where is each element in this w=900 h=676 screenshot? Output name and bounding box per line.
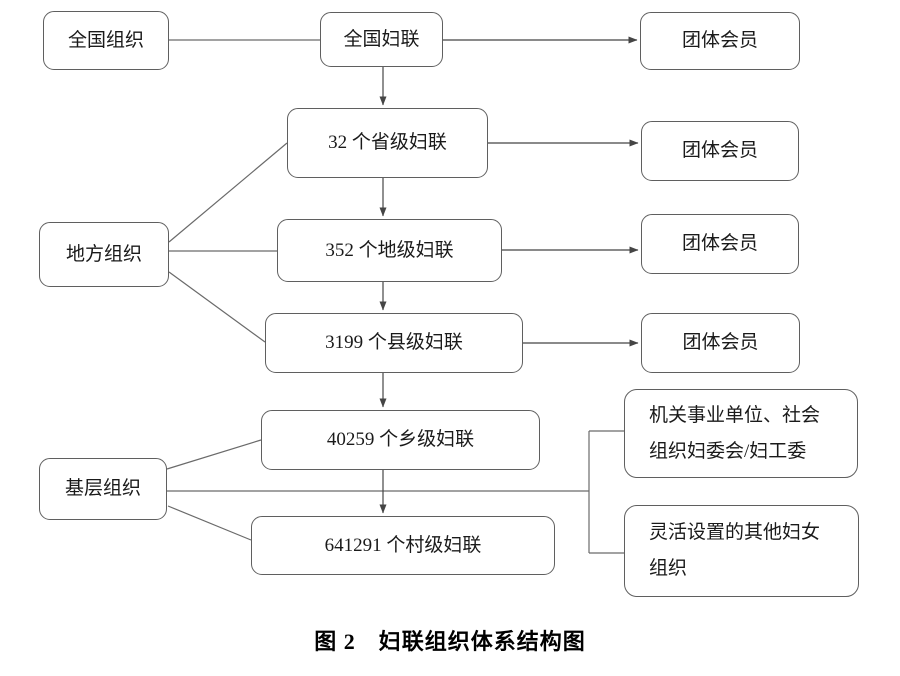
node-national-federation: 全国妇联 — [320, 12, 443, 67]
node-provincial-federations: 32 个省级妇联 — [287, 108, 488, 178]
node-group-member-3: 团体会员 — [641, 214, 799, 274]
node-village-federations: 641291 个村级妇联 — [251, 516, 555, 575]
node-county-federations: 3199 个县级妇联 — [265, 313, 523, 373]
node-group-member-1: 团体会员 — [640, 12, 800, 70]
node-national-org: 全国组织 — [43, 11, 169, 70]
figure-caption: 图 2 妇联组织体系结构图 — [314, 629, 586, 654]
link-local-to-provincial — [168, 142, 288, 243]
node-local-org: 地方组织 — [39, 222, 169, 287]
node-group-member-4: 团体会员 — [641, 313, 800, 373]
link-local-to-county — [168, 271, 266, 343]
node-township-federations: 40259 个乡级妇联 — [261, 410, 540, 470]
node-org-committee: 机关事业单位、社会组织妇委会/妇工委 — [624, 389, 858, 478]
link-grassroots-to-village — [167, 505, 252, 541]
node-prefecture-federations: 352 个地级妇联 — [277, 219, 502, 282]
node-grassroots-org: 基层组织 — [39, 458, 167, 520]
link-grassroots-to-township — [166, 439, 262, 470]
node-group-member-2: 团体会员 — [641, 121, 799, 181]
node-flexible-org: 灵活设置的其他妇女组织 — [624, 505, 859, 597]
